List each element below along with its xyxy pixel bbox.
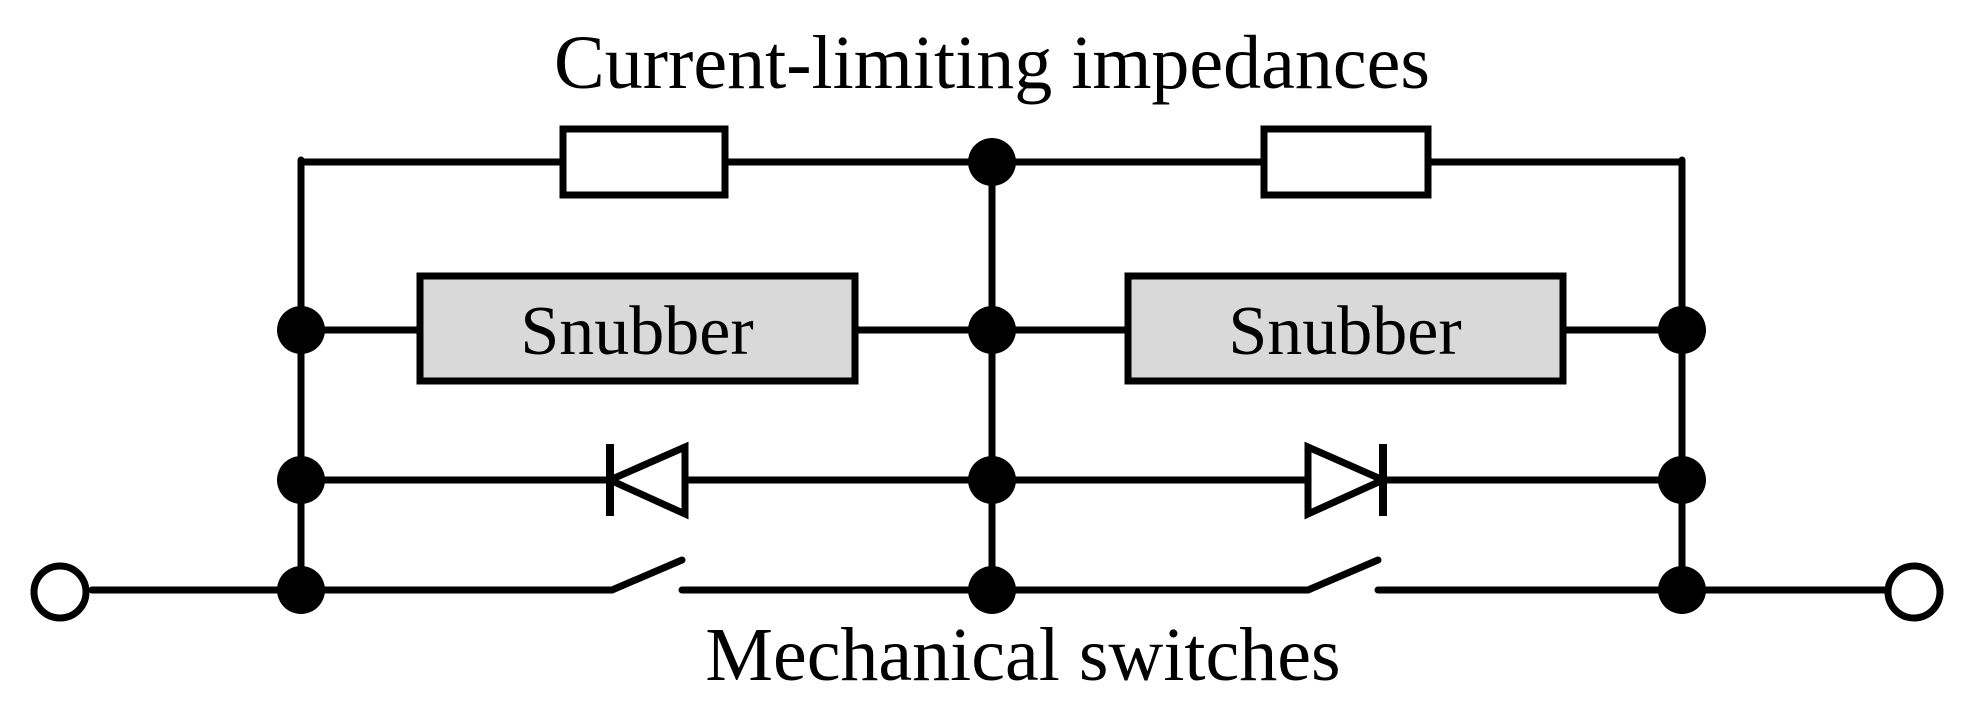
vertical-buses [297,156,1686,594]
switch-right-blade [1304,556,1382,594]
impedance-right [1260,125,1432,199]
diode-left [601,441,689,520]
snubber-right-label: Snubber [1228,293,1461,370]
diode-left-triangle [601,441,689,520]
node-left-snubber [277,306,325,354]
node-middle-snubber [968,306,1016,354]
snubber-left-box [416,272,859,385]
snubber-right-box [1124,272,1567,385]
node-middle-main [968,566,1016,614]
node-right-diode [1658,456,1706,504]
switch-left-blade [608,556,686,594]
diode-right [1304,441,1392,520]
terminal-left [30,562,90,622]
top-caption: Current-limiting impedances [554,21,1430,105]
snubber-right: Snubber [1124,272,1567,385]
node-right-snubber [1658,306,1706,354]
terminal-right [1884,562,1944,622]
terminals [30,562,1944,622]
node-middle-top [968,138,1016,186]
diode-right-triangle [1304,441,1392,520]
junction-nodes [277,138,1706,614]
node-left-diode [277,456,325,504]
bottom-caption: Mechanical switches [705,613,1340,697]
node-right-main [1658,566,1706,614]
impedance-left [559,125,729,199]
snubber-left-label: Snubber [520,293,753,370]
snubber-left: Snubber [416,272,859,385]
node-left-main [277,566,325,614]
node-middle-diode [968,456,1016,504]
